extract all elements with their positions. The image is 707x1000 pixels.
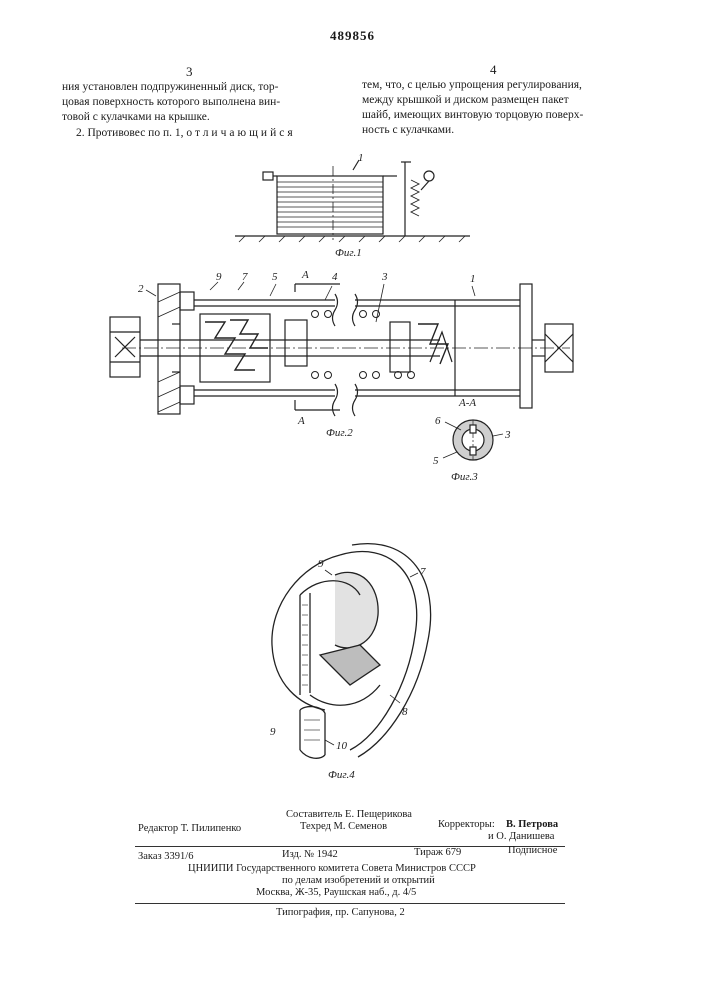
left-column-number: 3 — [186, 64, 193, 80]
fig4-label-9-top: 9 — [318, 558, 324, 570]
fig2-label-a-top: A — [301, 269, 309, 281]
fig4-label-8: 8 — [402, 706, 408, 718]
figure-1: 1 Фиг.1 — [225, 150, 485, 265]
fig3-section-label: А-А — [458, 397, 476, 409]
fig2-label-5: 5 — [272, 271, 278, 283]
left-column-text: ния установлен подпружиненный диск, тор-… — [62, 80, 347, 141]
fig2-label-9: 9 — [216, 271, 222, 283]
claim-2-spaced-word: отличающийся — [186, 127, 295, 139]
fig3-caption: Фиг.3 — [451, 471, 478, 483]
subscription: Подписное — [508, 844, 557, 857]
edition-number: Изд. № 1942 — [282, 848, 338, 861]
text-line: ность с кулачками. — [362, 123, 640, 138]
figure-4: 9 7 9 8 10 Фиг.4 — [240, 535, 460, 790]
order-number: Заказ 3391/6 — [138, 850, 193, 863]
fig4-label-10: 10 — [336, 740, 348, 752]
fig2-label-7: 7 — [242, 271, 248, 283]
fig2-label-2: 2 — [138, 283, 144, 295]
fig4-label-7: 7 — [420, 566, 426, 578]
fig2-label-1: 1 — [470, 273, 476, 285]
correctors-label: Корректоры: — [438, 818, 495, 831]
text-line: тем, что, с целью упрощения регулировани… — [362, 78, 640, 93]
printing-house: Типография, пр. Сапунова, 2 — [276, 906, 405, 919]
fig3-label-6: 6 — [435, 415, 441, 427]
figure-3: А-А 6 3 5 Фиг.3 — [415, 392, 525, 492]
text-line: товой с кулачками на крышке. — [62, 110, 347, 125]
claim-2-line: 2. Противовес по п. 1, отличающийся — [62, 126, 347, 141]
fig2-label-3: 3 — [381, 271, 388, 283]
fig4-label-9-bottom: 9 — [270, 726, 276, 738]
fig2-label-4: 4 — [332, 271, 338, 283]
imprint-rule-bottom — [135, 903, 565, 904]
text-line: шайб, имеющих винтовую торцовую поверх- — [362, 108, 640, 123]
fig2-caption: Фиг.2 — [326, 427, 353, 439]
fig3-label-5: 5 — [433, 455, 439, 467]
imprint-rule-top — [135, 846, 565, 847]
right-column-number: 4 — [490, 62, 497, 78]
fig1-caption: Фиг.1 — [335, 247, 362, 259]
right-column-text: тем, что, с целью упрощения регулировани… — [362, 78, 640, 138]
techred: Техред М. Семенов — [300, 820, 387, 833]
text-line: цовая поверхность которого выполнена вин… — [62, 95, 347, 110]
address: Москва, Ж-35, Раушская наб., д. 4/5 — [256, 886, 416, 899]
patent-number: 489856 — [330, 28, 375, 44]
editor: Редактор Т. Пилипенко — [138, 822, 241, 835]
corrector-2: и О. Данишева — [488, 830, 554, 843]
fig2-label-a-bottom: A — [297, 415, 305, 427]
fig1-label-1: 1 — [358, 152, 364, 164]
claim-2-prefix: 2. Противовес по п. 1, — [76, 127, 183, 139]
fig3-label-3: 3 — [504, 429, 511, 441]
fig4-caption: Фиг.4 — [328, 769, 355, 781]
text-line: ния установлен подпружиненный диск, тор- — [62, 80, 347, 95]
text-line: между крышкой и диском размещен пакет — [362, 93, 640, 108]
print-run: Тираж 679 — [414, 846, 461, 859]
